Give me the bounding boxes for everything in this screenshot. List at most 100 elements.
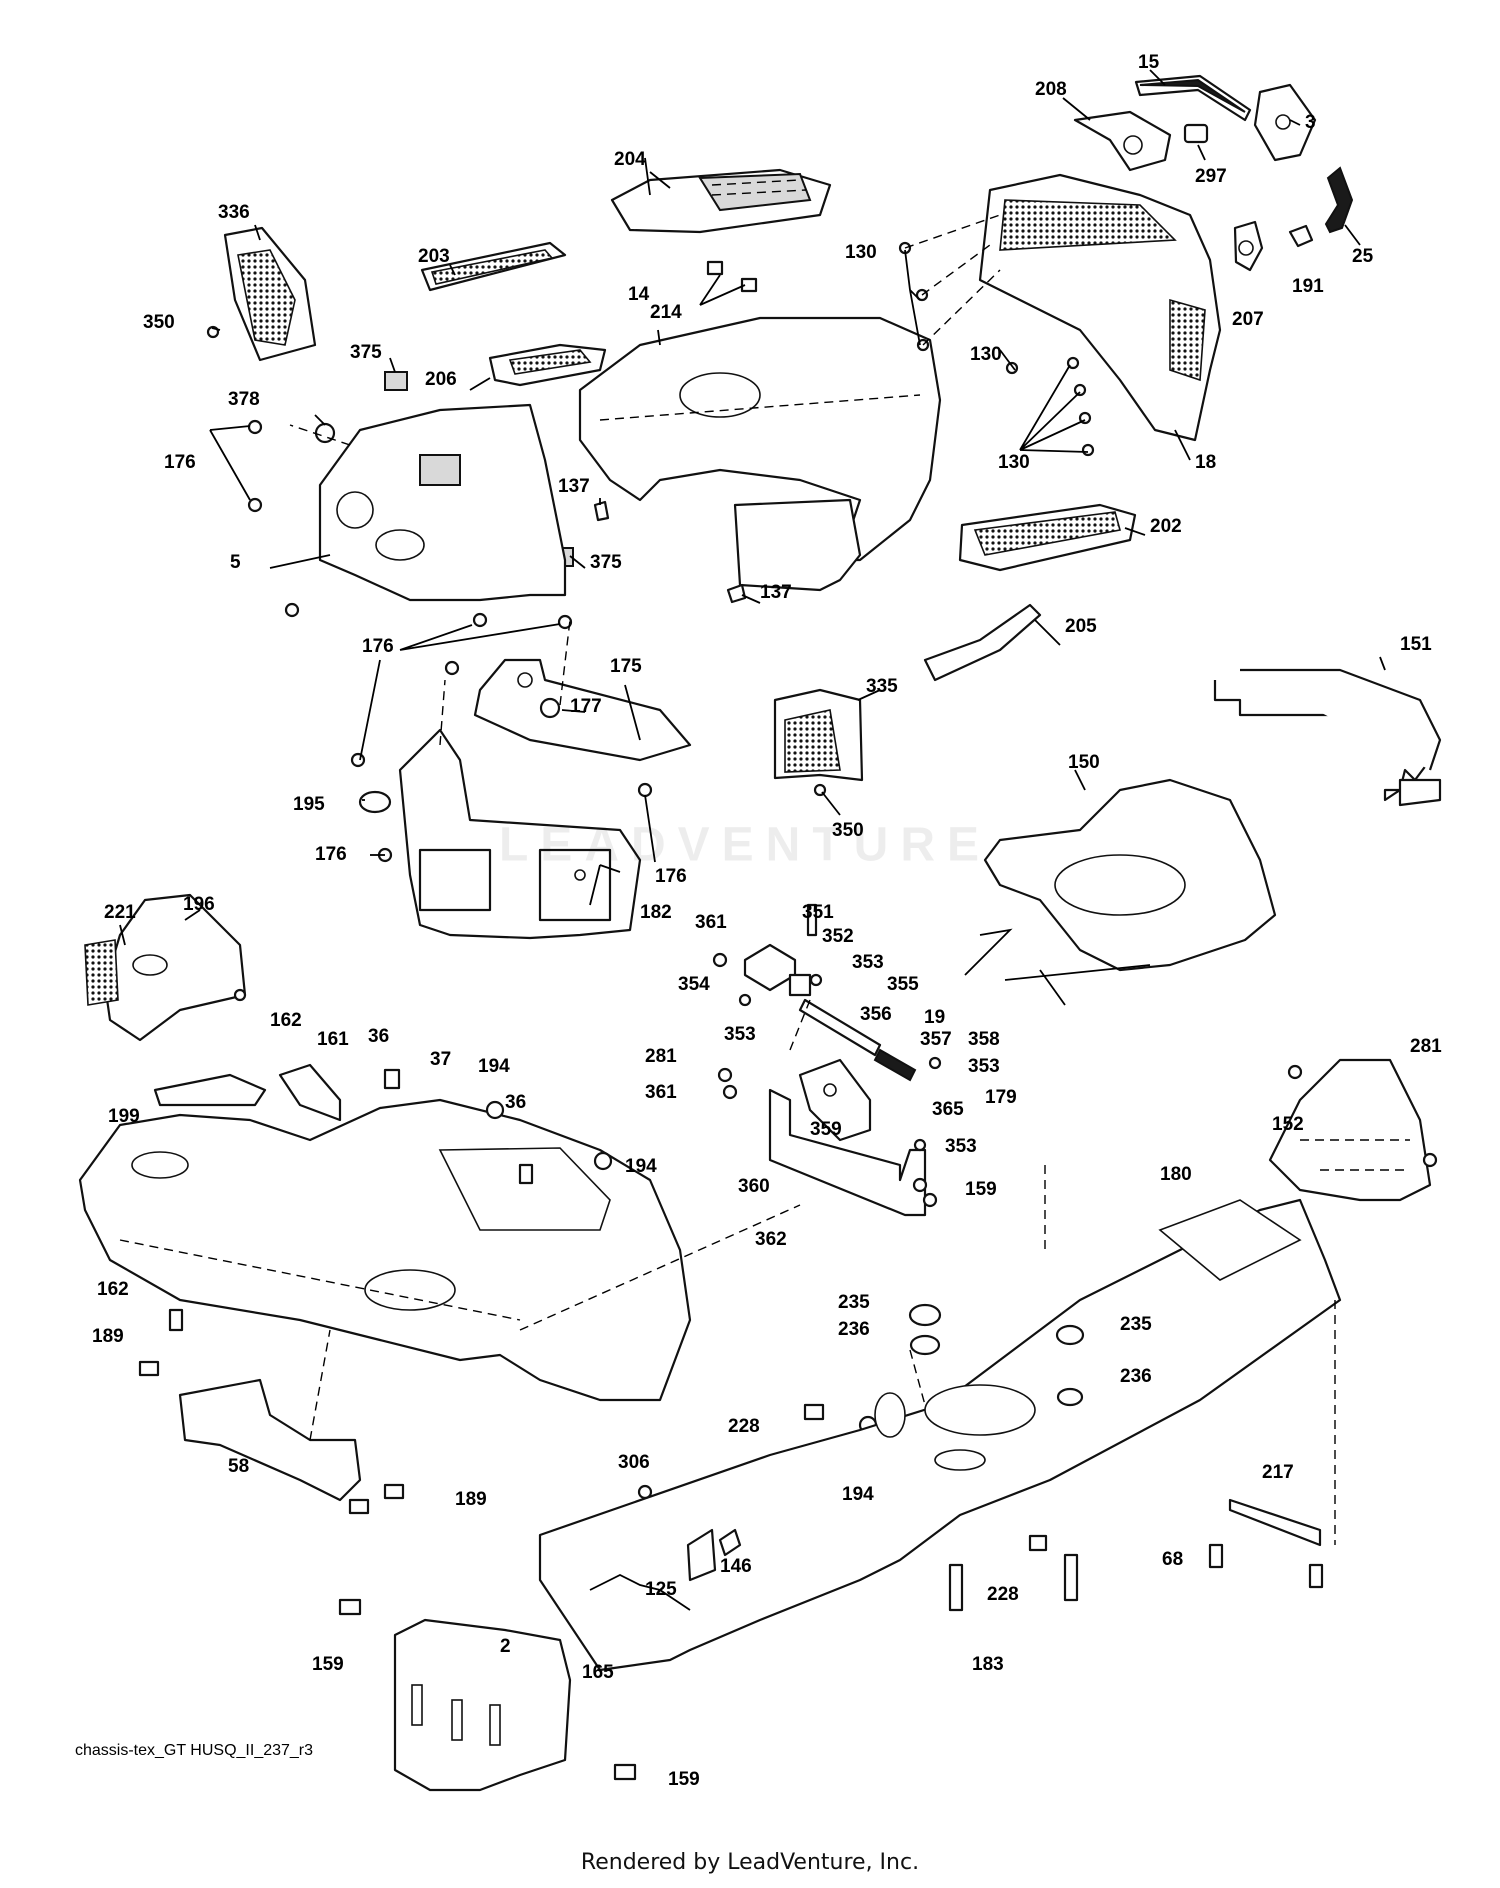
- callout-204: 204: [614, 149, 646, 170]
- watermark: LEADVENTURE: [498, 818, 992, 872]
- part-159-bolts: [338, 1177, 938, 1781]
- callout-351: 351: [802, 902, 834, 923]
- callout-297: 297: [1195, 166, 1227, 187]
- callout-353-c: 353: [968, 1056, 1000, 1077]
- callout-182: 182: [640, 902, 672, 923]
- part-189-bolts: [138, 1360, 405, 1515]
- callout-36-b: 36: [505, 1092, 526, 1113]
- part-228-bolts: [803, 1403, 1048, 1552]
- part-25-lens: [1324, 166, 1354, 234]
- callout-354: 354: [678, 974, 710, 995]
- callout-25: 25: [1352, 246, 1374, 267]
- callout-350-b: 350: [832, 820, 864, 841]
- callout-235-b: 235: [1120, 1314, 1152, 1335]
- drawing-id: chassis-tex_GT HUSQ_II_237_r3: [75, 1742, 314, 1759]
- callout-352: 352: [822, 926, 854, 947]
- callout-378: 378: [228, 389, 260, 410]
- part-3-lamp-housing: [1253, 83, 1317, 162]
- part-207-bulb: [1233, 220, 1264, 272]
- callout-183: 183: [972, 1654, 1004, 1675]
- part-150-deck-plate: [983, 778, 1277, 972]
- callout-175: 175: [610, 656, 642, 677]
- callout-335: 335: [866, 676, 898, 697]
- part-37-fender: [78, 1098, 692, 1402]
- callout-199: 199: [108, 1106, 140, 1127]
- part-353-washers: [738, 973, 942, 1152]
- part-162-bolts: [168, 988, 247, 1332]
- callout-357: 357: [920, 1029, 952, 1050]
- part-196-cover: [103, 893, 247, 1042]
- part-356-rod: [798, 998, 882, 1057]
- part-177-knob: [539, 697, 561, 719]
- callout-214: 214: [650, 302, 682, 323]
- part-146-bumper: [718, 1528, 742, 1557]
- callout-353-b: 353: [724, 1024, 756, 1045]
- part-199-trim: [153, 1073, 267, 1107]
- part-125-bracket: [686, 1528, 717, 1582]
- callout-206: 206: [425, 369, 457, 390]
- callout-196: 196: [183, 894, 215, 915]
- callout-180: 180: [1160, 1164, 1192, 1185]
- part-360-mount: [768, 1088, 927, 1217]
- callout-14: 14: [628, 284, 650, 305]
- callout-356: 356: [860, 1004, 892, 1025]
- callout-18: 18: [1195, 452, 1216, 473]
- callout-5: 5: [230, 552, 241, 573]
- callout-221: 221: [104, 902, 136, 923]
- callout-150: 150: [1068, 752, 1100, 773]
- callout-194-a: 194: [478, 1056, 510, 1077]
- part-165-rod: [589, 1573, 691, 1611]
- callout-159-a: 159: [965, 1179, 997, 1200]
- part-205-accent: [923, 603, 1042, 682]
- callout-130-c: 130: [998, 452, 1030, 473]
- rendered-by-credit: Rendered by LeadVenture, Inc.: [580, 1850, 920, 1875]
- callout-176-b: 176: [362, 636, 394, 657]
- callout-202: 202: [1150, 516, 1182, 537]
- callout-360: 360: [738, 1176, 770, 1197]
- part-214-clips: [706, 260, 758, 293]
- callout-353-d: 353: [945, 1136, 977, 1157]
- callout-375-a: 375: [350, 342, 382, 363]
- part-151-bracket: [1213, 668, 1442, 807]
- callout-228-b: 228: [987, 1584, 1019, 1605]
- leader-lines: [119, 69, 1386, 1006]
- part-208-headlight: [1073, 110, 1172, 172]
- part-191-socket: [1288, 224, 1314, 248]
- part-15-trim: [1134, 74, 1252, 122]
- callout-228-a: 228: [728, 1416, 760, 1437]
- callout-162-a: 162: [270, 1010, 302, 1031]
- callout-2: 2: [500, 1636, 511, 1657]
- callout-358: 358: [968, 1029, 1000, 1050]
- callout-203: 203: [418, 246, 450, 267]
- callout-36-a: 36: [368, 1026, 389, 1047]
- callout-176-c: 176: [315, 844, 347, 865]
- callout-208: 208: [1035, 79, 1067, 100]
- callout-350-a: 350: [143, 312, 175, 333]
- callout-15: 15: [1138, 52, 1160, 73]
- part-175-bracket: [473, 658, 692, 762]
- callout-189-b: 189: [455, 1489, 487, 1510]
- callout-236-b: 236: [1120, 1366, 1152, 1387]
- callout-130-b: 130: [970, 344, 1002, 365]
- part-281-bolts: [717, 1064, 1438, 1168]
- part-58-bracket: [178, 1378, 362, 1502]
- callout-179: 179: [985, 1087, 1017, 1108]
- callout-37: 37: [430, 1049, 451, 1070]
- callout-207: 207: [1232, 309, 1264, 330]
- callout-161: 161: [317, 1029, 349, 1050]
- part-152-guard: [1268, 1058, 1432, 1202]
- callout-165: 165: [582, 1662, 614, 1683]
- callout-235-a: 235: [838, 1292, 870, 1313]
- part-351-pin: [806, 903, 818, 937]
- callout-194-b: 194: [625, 1156, 657, 1177]
- part-236-bushings: [909, 1334, 1084, 1407]
- part-5-dash-panel: [318, 403, 567, 602]
- callout-365: 365: [932, 1099, 964, 1120]
- callout-362: 362: [755, 1229, 787, 1250]
- callout-146: 146: [720, 1556, 752, 1577]
- part-14-hood: [578, 316, 942, 592]
- callout-68: 68: [1162, 1549, 1183, 1570]
- callout-159-c: 159: [668, 1769, 700, 1790]
- callout-159-b: 159: [312, 1654, 344, 1675]
- part-36-screws: [383, 1068, 534, 1185]
